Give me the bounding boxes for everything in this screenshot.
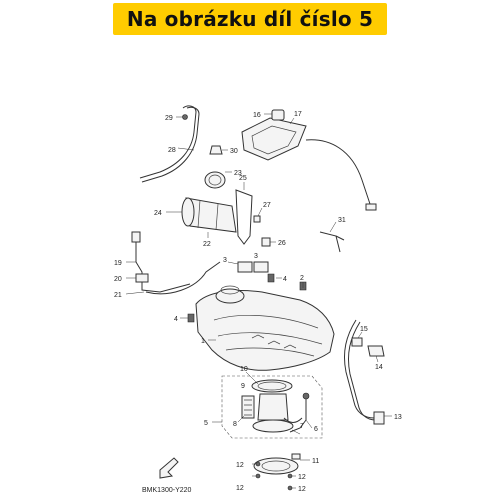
bracket-17-inner [251,125,297,155]
callout-22: 22 [203,241,211,248]
callout-19: 19 [114,260,122,267]
hose-13-outer [347,321,377,421]
fuel-tank-1 [195,290,335,371]
filter-8-mesh [244,399,252,416]
callout-11: 11 [312,458,319,465]
callout-2: 2 [300,275,304,282]
bolt-12a [255,461,261,467]
hose-clip-29 [182,114,188,120]
callout-25: 25 [239,175,247,182]
sender-6 [289,396,307,433]
hose-13 [343,319,375,419]
callout-12b: 12 [236,485,244,492]
diagram-code: BMK1300-Y220 [142,487,192,494]
canister-strap [197,199,219,231]
bolt-12c [287,473,293,479]
hose-19 [135,240,191,293]
fitting-19 [131,231,141,243]
vent-hose-28-outer [141,106,200,183]
callout-21: 21 [114,292,122,299]
hose-end-right [365,203,377,211]
union-20 [135,273,149,283]
filter-8 [241,395,255,419]
callout-23: 23 [234,170,242,177]
pump-plate [252,419,294,433]
plate-11-inner [261,460,291,472]
clamp-15 [351,337,363,347]
callout-3a: 3 [223,257,227,264]
fuel-tank-ribs [213,314,323,357]
callout-29: 29 [165,115,173,122]
callout-31: 31 [338,217,346,224]
callout-28: 28 [168,147,176,154]
callout-26: 26 [278,240,286,247]
callout-12d: 12 [298,486,306,493]
callout-15: 15 [360,326,368,333]
callout-27: 27 [263,202,271,209]
leader-lines [125,113,392,489]
fuel-pump-box [221,375,323,439]
plate-11 [253,457,299,475]
hose-21 [145,261,221,295]
callout-9: 9 [241,383,245,390]
callout-4b: 4 [174,316,178,323]
gasket-9-inner [257,381,287,391]
joint-14 [367,345,385,357]
callout-3b: 3 [254,253,258,260]
callout-7: 7 [300,423,304,430]
float-6 [302,392,310,400]
callout-14: 14 [375,364,383,371]
bracket-17 [241,117,307,161]
callout-20: 20 [114,276,122,283]
callout-12a: 12 [236,462,244,469]
callout-1: 1 [201,338,205,345]
bracket-hose-right [305,139,373,211]
canister-22-end [181,197,195,227]
callout-8: 8 [233,421,237,428]
clip-30 [209,145,223,155]
wire-7 [283,417,303,423]
bracket-25 [235,189,253,245]
bolt-12d [287,485,293,491]
callout-24: 24 [154,210,162,217]
banner-title: Na obrázku díl číslo 5 [126,7,374,31]
callout-6: 6 [314,426,318,433]
callout-17: 17 [294,111,302,118]
callout-5: 5 [204,420,208,427]
hose-31 [319,231,345,253]
screw-4b [187,313,195,323]
filler-neck [215,288,245,304]
tank-bumps [251,334,297,349]
screw-4a [267,273,275,283]
damper-3a [237,261,253,273]
page-banner: Na obrázku díl číslo 5 [0,0,500,38]
callout-4a: 4 [283,276,287,283]
band-23-inner [208,174,222,186]
callout-16: 16 [253,112,261,119]
bolt-27 [253,215,261,223]
callout-10: 10 [240,366,248,373]
callout-13: 13 [394,414,402,421]
pump-body [257,393,289,421]
nut-26 [261,237,271,247]
front-direction-arrow-icon [159,457,179,479]
band-23 [204,171,226,189]
hose-end-13 [373,411,385,425]
clip-10-right [291,453,301,460]
filler-cap [220,285,240,295]
callout-30: 30 [230,148,238,155]
callout-12c: 12 [298,474,306,481]
vent-hose-28 [139,105,197,179]
cap-16 [271,109,285,121]
banner-box: Na obrázku díl číslo 5 [112,3,388,35]
bolt-12b [255,473,261,479]
damper-3b [253,261,269,273]
